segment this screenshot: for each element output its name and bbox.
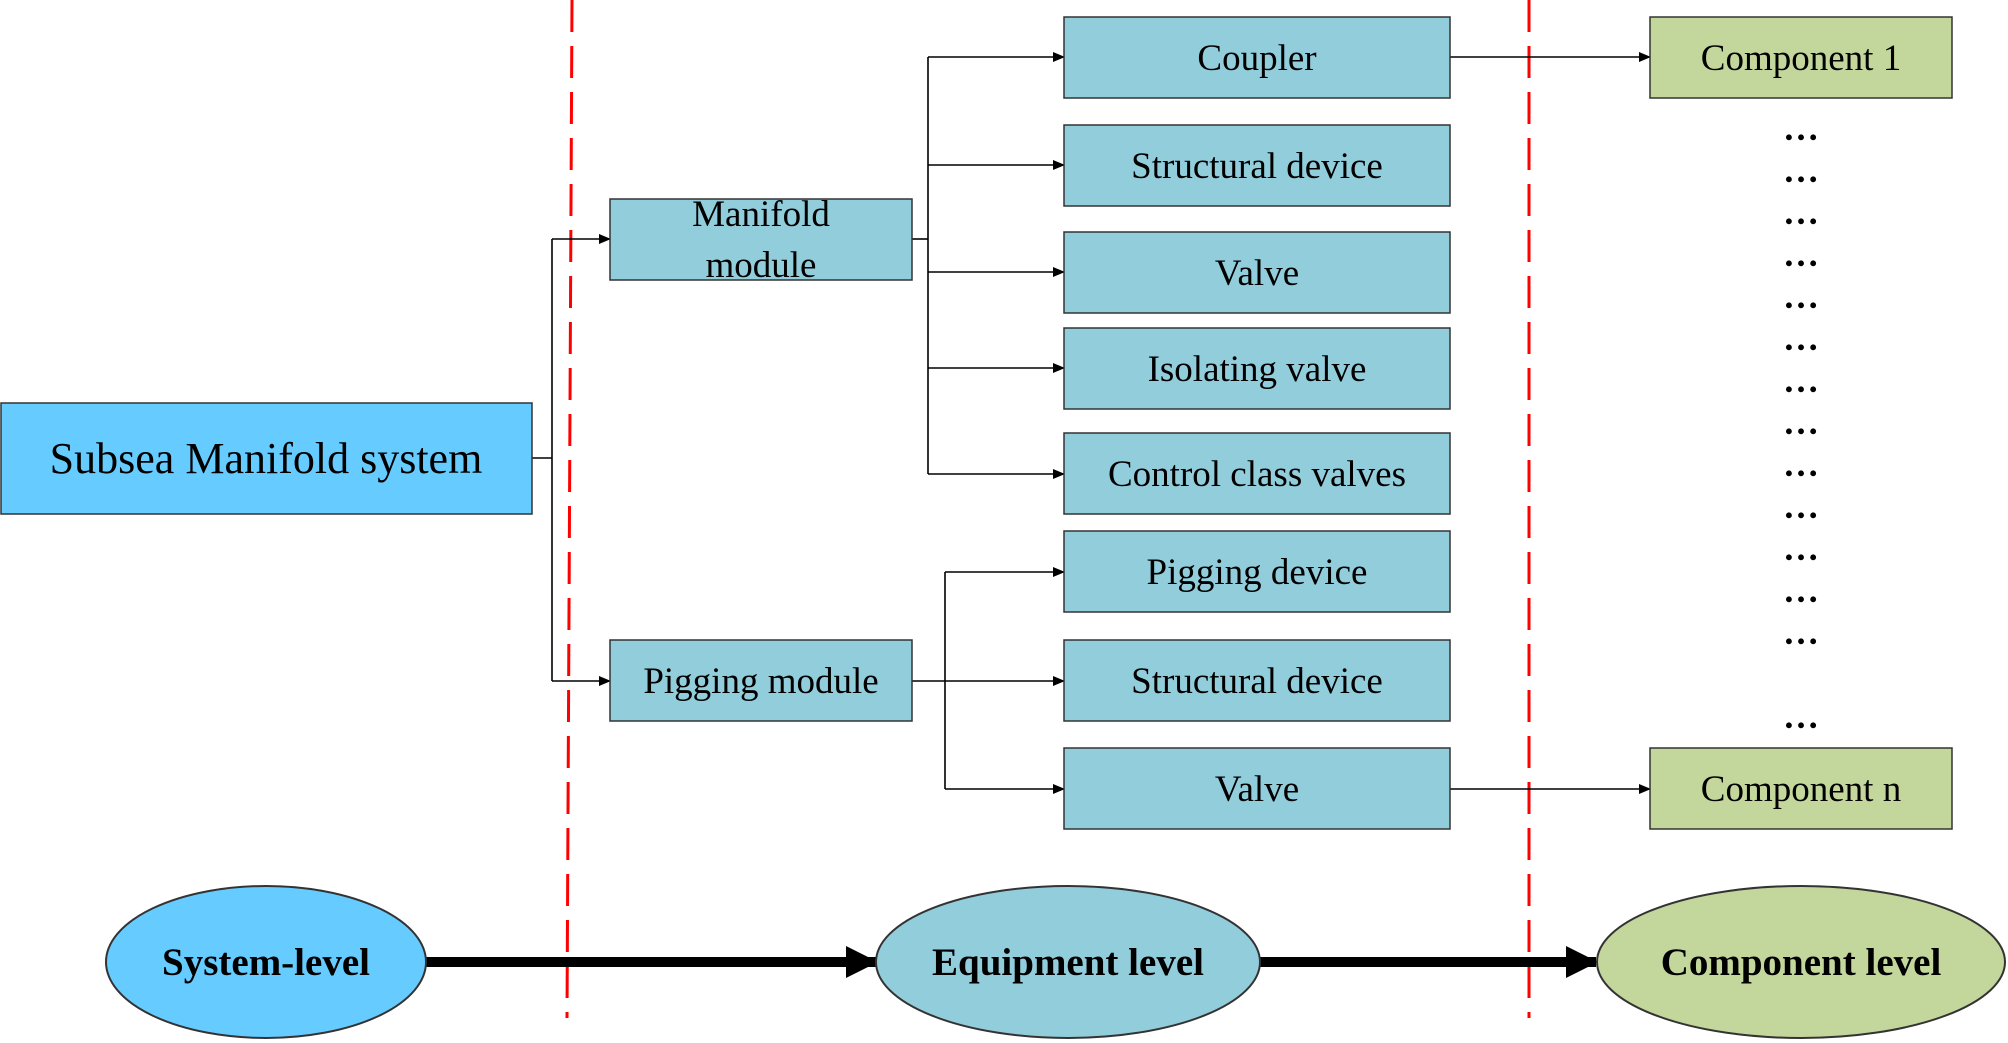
pigging-module-label: Pigging module	[643, 661, 878, 702]
valve-box-1: Valve	[1063, 231, 1451, 314]
ellipsis: …	[1783, 276, 1819, 316]
structural-device-box-2: Structural device	[1063, 639, 1451, 722]
connectors-system	[532, 234, 611, 686]
component-1-box: Component 1	[1649, 16, 1953, 99]
component-1-label: Component 1	[1701, 38, 1901, 79]
divider-system-equipment	[565, 0, 574, 1019]
pigging-module-box: Pigging module	[609, 639, 913, 722]
component-n-label: Component n	[1701, 769, 1901, 810]
pigging-device-box: Pigging device	[1063, 530, 1451, 613]
ellipsis: …	[1783, 192, 1819, 232]
structural-device-label-1: Structural device	[1131, 146, 1383, 187]
ellipsis: …	[1783, 486, 1819, 526]
isolating-valve-label: Isolating valve	[1148, 349, 1367, 390]
valve-box-2: Valve	[1063, 747, 1451, 830]
ellipsis: …	[1783, 696, 1819, 736]
coupler-label: Coupler	[1197, 38, 1316, 79]
subsea-manifold-system-label: Subsea Manifold system	[50, 434, 483, 483]
subsea-manifold-system-box: Subsea Manifold system	[0, 402, 533, 515]
connectors-pigging	[912, 567, 1065, 794]
ellipsis: …	[1783, 108, 1819, 148]
ellipsis: …	[1783, 444, 1819, 484]
valve-label-1: Valve	[1215, 253, 1299, 294]
ellipsis: …	[1783, 528, 1819, 568]
ellipsis: …	[1783, 150, 1819, 190]
manifold-module-label-line1: Manifold	[692, 194, 830, 235]
coupler-box: Coupler	[1063, 16, 1451, 99]
pigging-device-label: Pigging device	[1147, 552, 1368, 593]
ellipsis: …	[1783, 570, 1819, 610]
equipment-level-label: Equipment level	[932, 941, 1204, 984]
component-level-label: Component level	[1661, 941, 1942, 984]
ellipsis: …	[1783, 612, 1819, 652]
structural-device-box-1: Structural device	[1063, 124, 1451, 207]
connectors-manifold	[912, 52, 1065, 479]
ellipsis: …	[1783, 318, 1819, 358]
connectors-components	[1450, 52, 1651, 794]
control-class-valves-box: Control class valves	[1063, 432, 1451, 515]
equipment-level-ellipse: Equipment level	[875, 885, 1261, 1039]
valve-label-2: Valve	[1215, 769, 1299, 810]
component-ellipsis-column: … … … … … … … … … … … … … …	[1783, 108, 1819, 736]
manifold-module-box: Manifold module	[609, 194, 913, 286]
isolating-valve-box: Isolating valve	[1063, 327, 1451, 410]
system-level-ellipse: System-level	[105, 885, 427, 1039]
component-n-box: Component n	[1649, 747, 1953, 830]
structural-device-label-2: Structural device	[1131, 661, 1383, 702]
ellipsis: …	[1783, 360, 1819, 400]
component-level-ellipse: Component level	[1596, 885, 2006, 1039]
ellipsis: …	[1783, 402, 1819, 442]
ellipsis: …	[1783, 234, 1819, 274]
manifold-module-label-line2: module	[706, 245, 817, 286]
system-level-label: System-level	[162, 941, 370, 984]
control-class-valves-label: Control class valves	[1108, 454, 1406, 495]
